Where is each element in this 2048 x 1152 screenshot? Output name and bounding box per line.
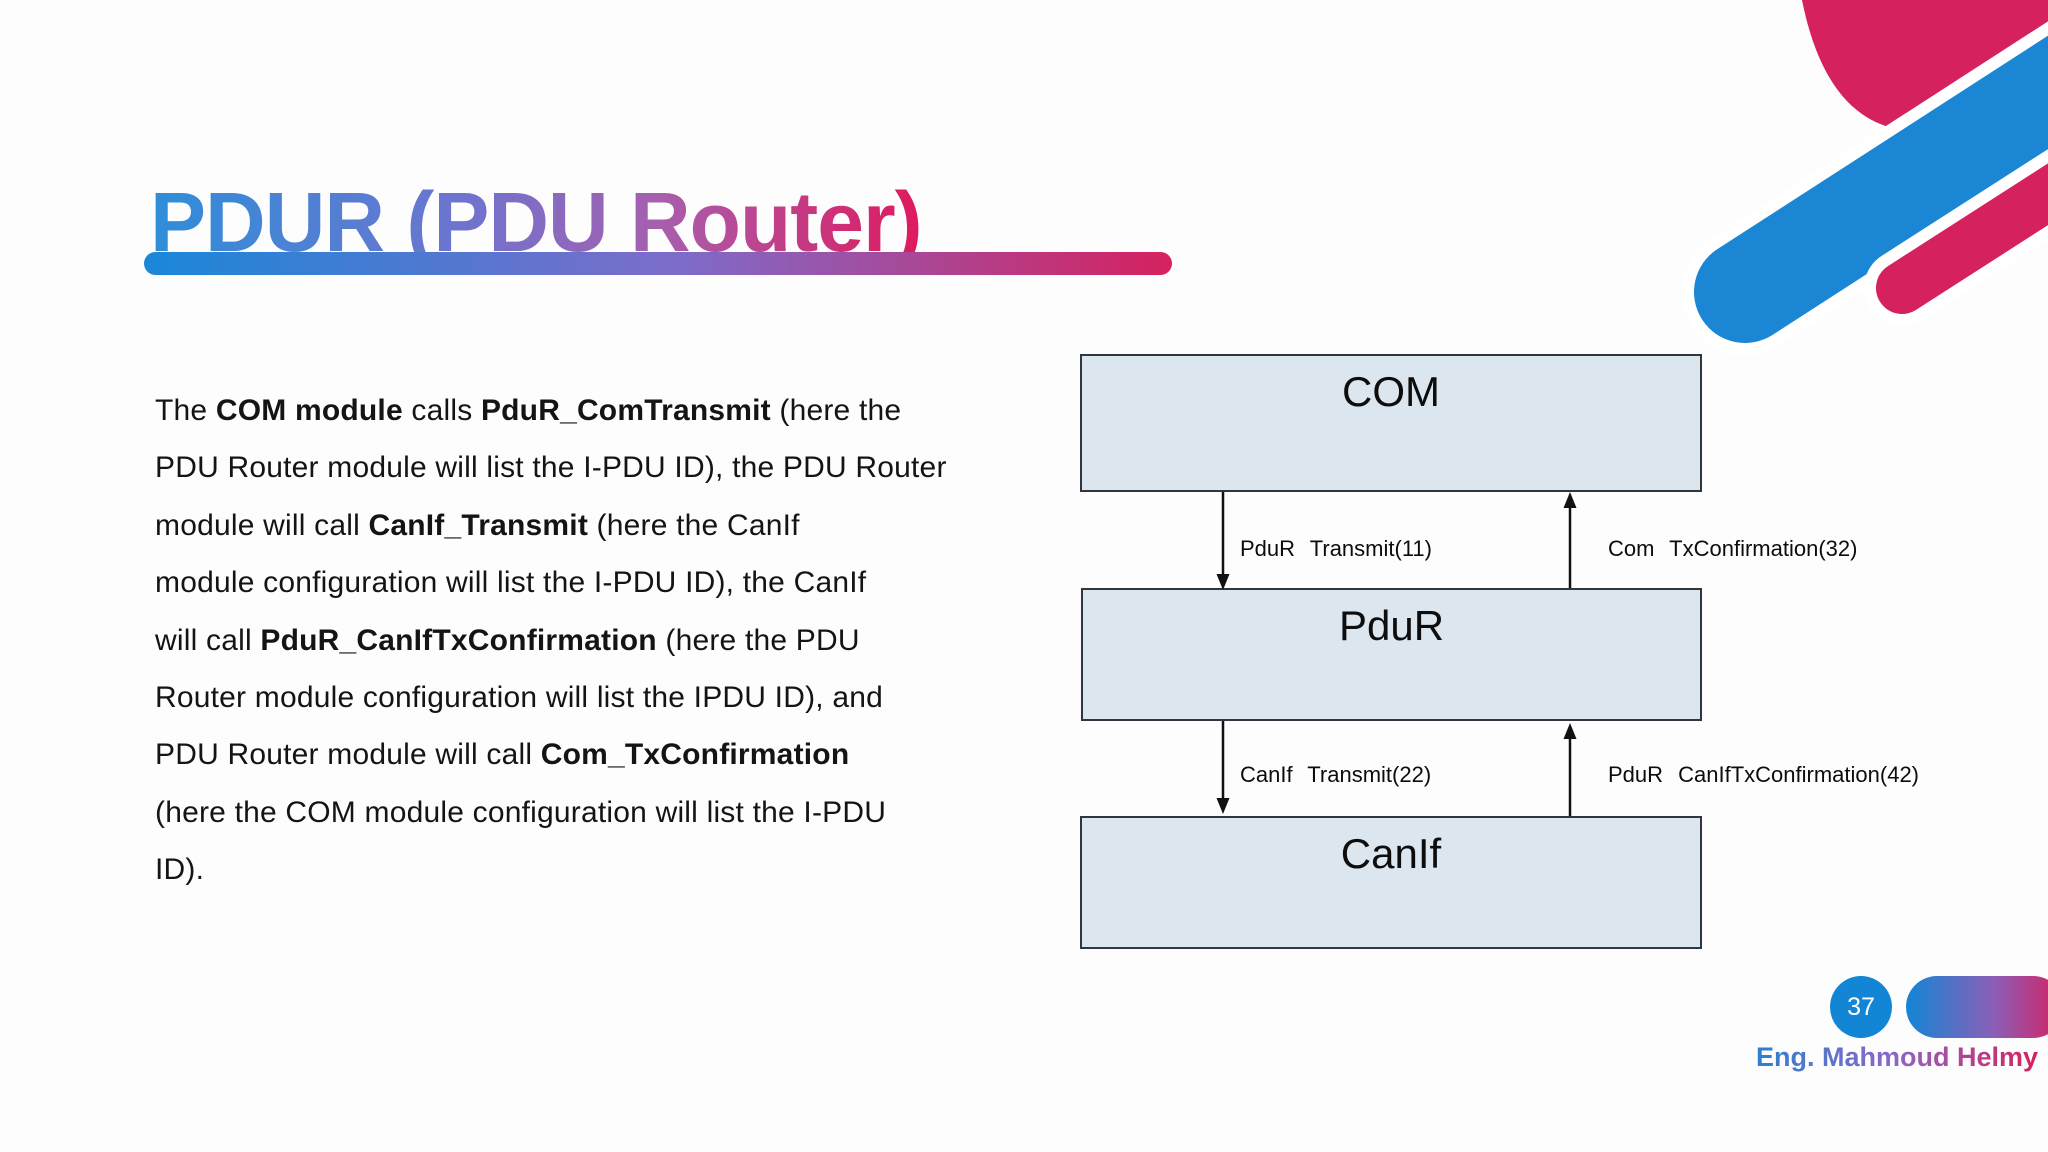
paragraph-line: Router module configuration will list th…: [155, 681, 883, 715]
arrow-pdur-caniftxconfirmation-icon: [1563, 723, 1577, 816]
white-gap-shape: [1682, 21, 2048, 355]
body-paragraph: The COM module calls PduR_ComTransmit (h…: [155, 382, 947, 899]
paragraph-line: PDU Router module will list the I-PDU ID…: [155, 451, 947, 485]
paragraph-line: will call PduR_CanIfTxConfirmation (here…: [155, 623, 860, 657]
author-name: Eng. Mahmoud Helmy: [1755, 1042, 2038, 1072]
diagram-box-com: COM: [1080, 354, 1702, 492]
page-title: PDUR (PDU Router): [150, 175, 923, 270]
paragraph-line: ID).: [155, 853, 205, 887]
page-number-badge: 37: [1830, 976, 1892, 1038]
arrow-label-pdur-transmit: PduR Transmit(11): [1240, 536, 1432, 561]
diagram-box-com-label: COM: [1342, 368, 1440, 415]
footer-gradient-pill: [1906, 976, 2048, 1038]
arrow-canif-transmit-icon: [1216, 721, 1230, 814]
white-gap-shape-2: [1864, 149, 2048, 326]
diagram-box-canif-label: CanIf: [1340, 830, 1442, 877]
paragraph-line: module configuration will list the I-PDU…: [155, 566, 867, 600]
blue-ribbon-shape: [1694, 35, 2048, 343]
diagram-box-pdur-label: PduR: [1338, 602, 1445, 649]
paragraph-line: PDU Router module will call Com_TxConfir…: [155, 738, 850, 772]
paragraph-line: The COM module calls PduR_ComTransmit (h…: [155, 394, 902, 427]
arrow-com-txconfirmation-icon: [1563, 492, 1577, 588]
title-underline: [144, 252, 1172, 275]
arrow-label-canif-transmit: CanIf Transmit(22): [1240, 762, 1432, 787]
arrow-pdur-transmit-icon: [1216, 492, 1230, 590]
pink-ribbon-shape: [1876, 163, 2048, 314]
arrow-label-pdur-caniftxconfirmation: PduR CanIfTxConfirmation(42): [1608, 762, 1920, 787]
paragraph-line: (here the COM module configuration will …: [155, 795, 887, 829]
page-number: 37: [1847, 992, 1875, 1021]
diagram-box-pdur: PduR: [1081, 588, 1702, 721]
paragraph-line: module will call CanIf_Transmit (here th…: [155, 508, 800, 542]
arrow-label-com-txconfirmation: Com TxConfirmation(32): [1608, 536, 1858, 561]
diagram-box-canif: CanIf: [1080, 816, 1702, 949]
pink-blob-shape: [1802, 0, 2048, 131]
